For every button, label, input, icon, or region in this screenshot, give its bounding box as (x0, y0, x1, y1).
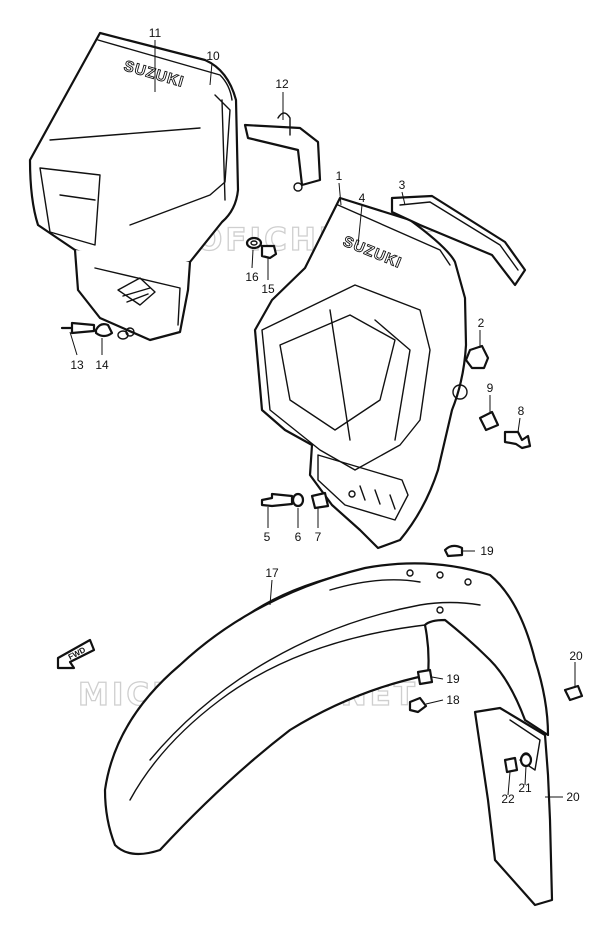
mounting-bracket (243, 112, 322, 192)
callout-17: 17 (265, 566, 279, 580)
callout-15: 15 (261, 282, 275, 296)
callout-2: 2 (478, 316, 485, 330)
callout-20: 20 (566, 790, 580, 804)
fender-mud-guard (473, 706, 554, 907)
callout-23: 22 (501, 792, 515, 806)
callout-12: 12 (275, 77, 289, 91)
callout-21: 20 (569, 649, 583, 663)
callout-14: 14 (95, 358, 109, 372)
callout-13: 13 (70, 358, 84, 372)
callout-1: 1 (336, 169, 343, 183)
fender-fasteners (408, 544, 584, 774)
callout-18: 18 (446, 693, 460, 707)
callout-7: 7 (315, 530, 322, 544)
upper-fasteners (60, 236, 278, 340)
callout-8: 8 (518, 404, 525, 418)
forward-direction-arrow: FWD (56, 638, 96, 670)
lower-fasteners (260, 344, 532, 510)
callout-16: 16 (245, 270, 259, 284)
callout-5: 5 (264, 530, 271, 544)
lower-number-plate: SUZUKI (253, 196, 468, 550)
callout-9: 9 (487, 381, 494, 395)
callout-4: 4 (359, 191, 366, 205)
callout-19-lower: 19 (446, 672, 460, 686)
callout-labels: 11 10 12 1 4 3 2 9 8 16 15 13 14 5 6 7 1… (70, 26, 583, 806)
callout-6: 6 (295, 530, 302, 544)
side-strip (390, 194, 527, 287)
callout-3: 3 (399, 178, 406, 192)
callout-22: 21 (518, 781, 532, 795)
front-fender (103, 562, 550, 856)
callout-10: 10 (206, 49, 220, 63)
callout-11: 11 (149, 26, 162, 40)
callout-19-upper: 19 (480, 544, 494, 558)
leader-lines (69, 40, 576, 798)
upper-number-plate: SUZUKI (28, 31, 240, 342)
